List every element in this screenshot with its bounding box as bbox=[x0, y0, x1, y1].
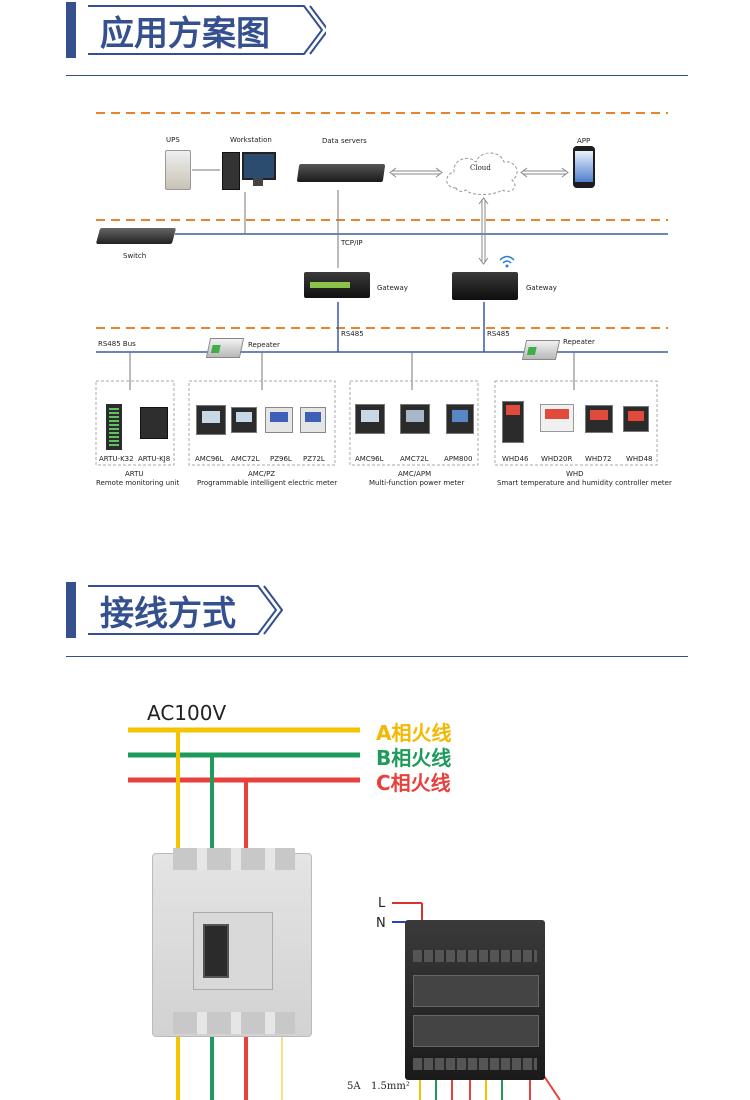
artu-k32-icon bbox=[106, 404, 122, 450]
section-divider bbox=[66, 656, 688, 657]
section-title: 应用方案图 bbox=[100, 13, 270, 54]
group-name: ARTU bbox=[125, 470, 144, 478]
meter-icon bbox=[502, 401, 524, 443]
meter-icon bbox=[400, 404, 430, 434]
section-divider bbox=[66, 75, 688, 76]
wire-gauge-note: 1.5mm² bbox=[371, 1081, 410, 1092]
section-accent-bar bbox=[66, 582, 76, 638]
server-icon bbox=[296, 164, 386, 182]
meter-icon bbox=[300, 407, 326, 433]
device-label: PZ72L bbox=[303, 455, 325, 463]
group-name: AMC/APM bbox=[398, 470, 432, 478]
title-frame-icon bbox=[88, 585, 284, 635]
phone-icon bbox=[573, 146, 595, 188]
gateway-left-icon bbox=[304, 272, 370, 298]
pc-tower-icon bbox=[222, 152, 240, 190]
meter-icon bbox=[196, 405, 226, 435]
monitor-icon bbox=[242, 152, 276, 180]
wifi-icon bbox=[499, 255, 515, 268]
device-label: AMC96L bbox=[355, 455, 384, 463]
group-desc: Remote monitoring unit bbox=[96, 479, 180, 487]
circuit-breaker bbox=[152, 848, 312, 1037]
group-name: WHD bbox=[566, 470, 584, 478]
artu-kj8-icon bbox=[140, 407, 168, 439]
section-header-wiring: 接线方式 bbox=[66, 582, 284, 638]
group-desc: Smart temperature and humidity controlle… bbox=[497, 479, 672, 487]
device-label: ARTU-KJ8 bbox=[138, 455, 171, 463]
tcpip-label: TCP/IP bbox=[341, 239, 363, 247]
device-label: WHD48 bbox=[626, 455, 653, 463]
meter-icon bbox=[355, 404, 385, 434]
rs485-bus-label: RS485 Bus bbox=[98, 340, 136, 348]
phase-a-label: A相火线 bbox=[376, 721, 452, 745]
device-label: ARTU-K32 bbox=[99, 455, 134, 463]
meter-icon bbox=[231, 407, 257, 433]
cloud-label: Cloud bbox=[470, 164, 491, 172]
switch-label: Switch bbox=[123, 252, 147, 260]
repeater-right-label: Repeater bbox=[563, 338, 595, 346]
device-label: AMC72L bbox=[231, 455, 260, 463]
section-title: 接线方式 bbox=[100, 593, 236, 634]
switch-icon bbox=[95, 228, 177, 244]
device-label: WHD46 bbox=[502, 455, 529, 463]
gateway-right-icon bbox=[452, 272, 518, 300]
meter-icon bbox=[446, 404, 474, 434]
n-label: N bbox=[376, 916, 386, 931]
group-desc: Multi-function power meter bbox=[369, 479, 465, 487]
l-label: L bbox=[378, 896, 386, 911]
meter-icon bbox=[585, 405, 613, 433]
phase-b-label: B相火线 bbox=[376, 746, 452, 770]
supply-label: AC100V bbox=[147, 701, 227, 725]
app-label: APP bbox=[577, 137, 591, 145]
group-name: AMC/PZ bbox=[248, 470, 276, 478]
cloud-icon bbox=[446, 152, 518, 195]
current-note: 5A bbox=[347, 1081, 361, 1092]
device-label: AMC96L bbox=[195, 455, 224, 463]
section-accent-bar bbox=[66, 2, 76, 58]
meter-icon bbox=[265, 407, 293, 433]
ups-icon bbox=[165, 150, 191, 190]
device-label: WHD72 bbox=[585, 455, 612, 463]
data-servers-label: Data servers bbox=[322, 137, 367, 145]
meter-icon bbox=[540, 404, 574, 432]
group-desc: Programmable intelligent electric meter bbox=[197, 479, 338, 487]
rs485-left-label: RS485 bbox=[341, 330, 364, 338]
wiring-lines bbox=[128, 727, 561, 1100]
workstation-label: Workstation bbox=[230, 136, 272, 144]
rs485-right-label: RS485 bbox=[487, 330, 510, 338]
device-label: WHD20R bbox=[541, 455, 573, 463]
phase-c-label: C相火线 bbox=[376, 771, 451, 795]
repeater-left-icon bbox=[205, 338, 245, 358]
section-header-application: 应用方案图 bbox=[66, 2, 326, 58]
architecture-lines bbox=[95, 112, 668, 466]
gateway-right-label: Gateway bbox=[526, 284, 557, 292]
device-label: APM800 bbox=[444, 455, 473, 463]
device-label: PZ96L bbox=[270, 455, 292, 463]
meter-icon bbox=[623, 406, 649, 432]
device-label: AMC72L bbox=[400, 455, 429, 463]
power-meter-rear bbox=[405, 920, 545, 1080]
gateway-left-label: Gateway bbox=[377, 284, 408, 292]
title-frame-icon bbox=[88, 5, 326, 55]
repeater-left-label: Repeater bbox=[248, 341, 280, 349]
ups-label: UPS bbox=[166, 136, 180, 144]
repeater-right-icon bbox=[521, 340, 561, 360]
monitor-stand-icon bbox=[253, 178, 263, 186]
